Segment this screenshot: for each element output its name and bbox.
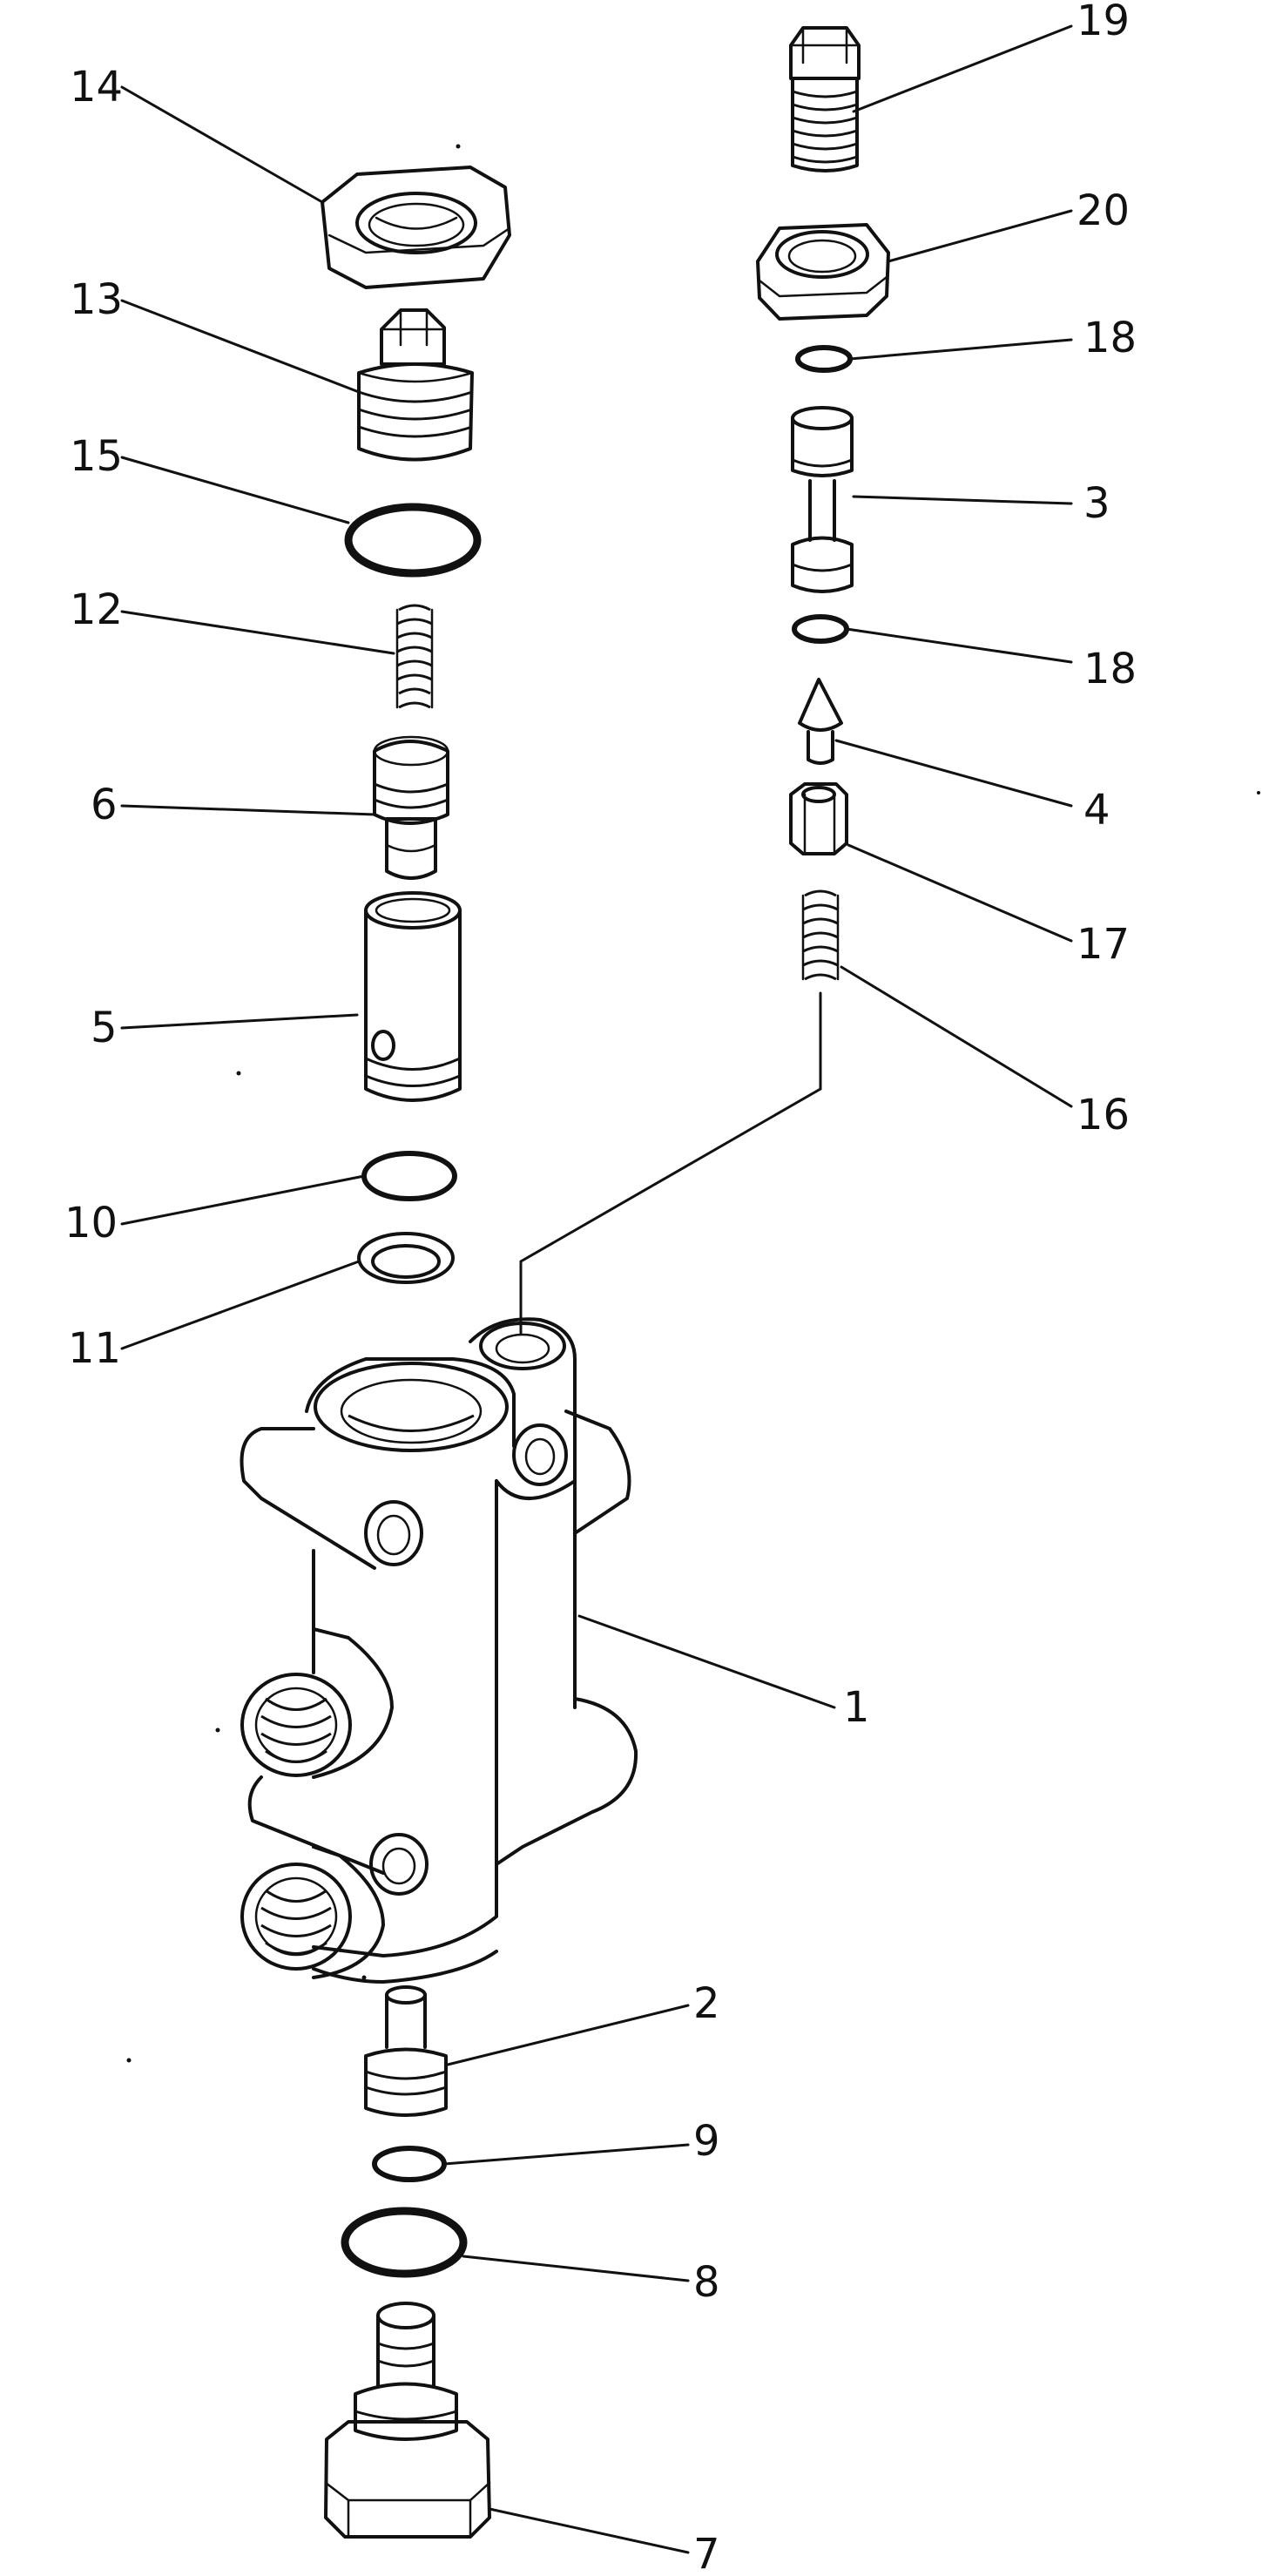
part-15-o-ring	[344, 503, 482, 578]
assembly-guide-line	[519, 991, 822, 1335]
part-1-valve-body	[240, 1317, 638, 1984]
part-3-poppet	[791, 406, 854, 593]
part-11-backup-ring	[357, 1232, 455, 1284]
callout-18-lower: 18	[1083, 645, 1137, 693]
callout-8: 8	[693, 2258, 720, 2307]
callout-5: 5	[91, 1004, 118, 1052]
part-16-spring	[801, 889, 840, 981]
callout-2: 2	[693, 1979, 720, 2028]
part-4-valve-needle	[798, 678, 843, 765]
callout-11: 11	[68, 1324, 121, 1373]
scan-specks	[126, 144, 1260, 2063]
part-8-o-ring	[341, 2207, 468, 2278]
part-20-lock-nut	[756, 223, 890, 321]
callout-13: 13	[70, 275, 123, 324]
callout-20: 20	[1077, 186, 1130, 235]
part-12-spring	[395, 604, 434, 709]
callout-1: 1	[843, 1683, 870, 1732]
callout-12: 12	[70, 585, 123, 634]
callout-3: 3	[1083, 479, 1110, 528]
part-14-hex-nut	[321, 166, 511, 289]
callout-numbers: 14 13 15 12 6 5 10 11 19 20 18 3 18 4 17…	[64, 0, 1137, 2576]
callout-7: 7	[693, 2530, 720, 2576]
part-10-o-ring	[361, 1151, 457, 1201]
callout-17: 17	[1077, 920, 1130, 969]
leader-lines	[120, 24, 1073, 2554]
part-2-plunger	[364, 1985, 448, 2117]
part-9-o-ring	[372, 2146, 447, 2182]
part-6-valve-spool	[373, 735, 449, 880]
part-19-adjust-screw	[789, 26, 861, 172]
part-18-o-ring-lower	[792, 614, 849, 644]
part-13-plug	[357, 308, 474, 462]
callout-6: 6	[91, 781, 118, 829]
callout-18-upper: 18	[1083, 314, 1137, 362]
callout-4: 4	[1083, 786, 1110, 835]
callout-16: 16	[1077, 1091, 1130, 1139]
part-7-hex-plug	[324, 2302, 491, 2539]
callout-19: 19	[1077, 0, 1130, 45]
callout-9: 9	[693, 2117, 720, 2166]
part-5-sleeve	[364, 891, 462, 1102]
part-18-o-ring-upper	[795, 345, 853, 373]
callout-10: 10	[64, 1199, 118, 1247]
callout-14: 14	[70, 63, 123, 112]
part-17-seat	[789, 782, 848, 855]
callout-15: 15	[70, 432, 123, 481]
